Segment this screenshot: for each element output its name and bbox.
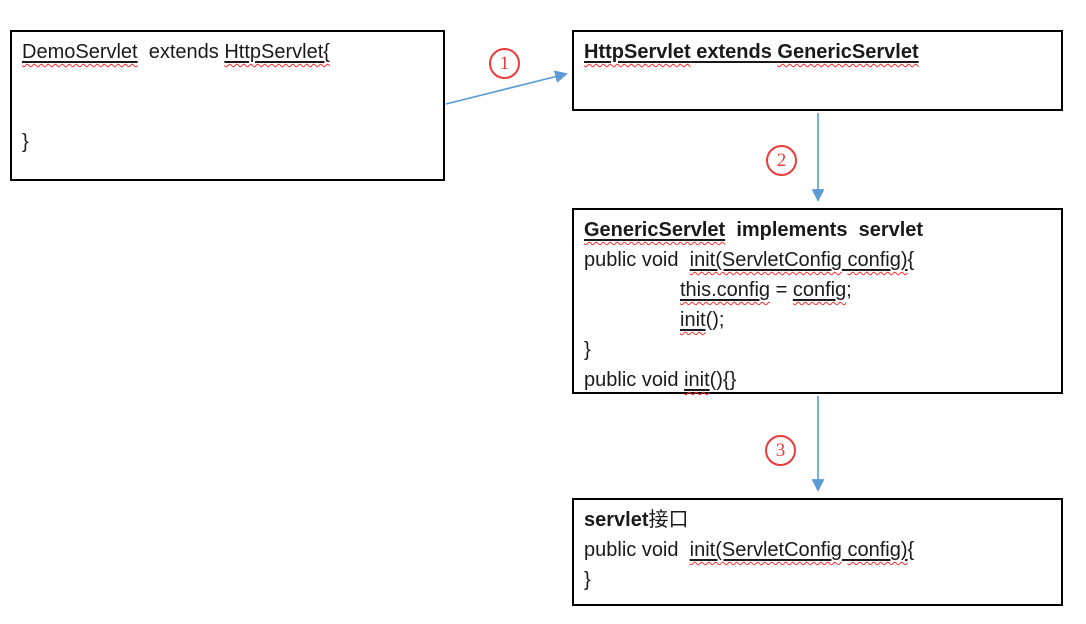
text-segment: ; xyxy=(846,279,852,301)
spellcheck-underline: init(ServletConfig xyxy=(689,539,842,561)
text-segment: public void xyxy=(584,249,690,271)
code-line: GenericServlet implements servlet xyxy=(584,215,1051,245)
spellcheck-underline: this.config xyxy=(680,279,771,301)
text-segment: servlet xyxy=(584,509,649,531)
spellcheck-underline: HttpServlet{ xyxy=(224,41,330,63)
spellcheck-underline: config) xyxy=(847,249,908,271)
text-segment: { xyxy=(907,249,915,271)
spellcheck-underline: init(ServletConfig xyxy=(689,249,842,271)
step-badge-3: 3 xyxy=(765,435,796,466)
code-line: DemoServlet extends HttpServlet{ xyxy=(22,37,433,67)
text-segment: HttpServlet xyxy=(584,41,691,63)
text-segment: extends xyxy=(690,41,778,63)
code-line: } xyxy=(22,127,433,157)
text-segment: init xyxy=(684,369,710,391)
spellcheck-underline: config) xyxy=(847,539,908,561)
text-segment: (){} xyxy=(709,369,737,391)
text-segment: GenericServlet xyxy=(584,219,725,241)
text-segment: config) xyxy=(847,539,907,561)
code-line: } xyxy=(584,565,1051,595)
spellcheck-underline: HttpServlet xyxy=(584,41,691,63)
spellcheck-underline: GenericServlet xyxy=(777,41,919,63)
class-box-demoservlet: DemoServlet extends HttpServlet{ } xyxy=(10,30,445,181)
code-line: public void init(ServletConfig config){ xyxy=(584,245,1051,275)
class-box-httpservlet: HttpServlet extends GenericServlet xyxy=(572,30,1063,111)
text-segment: public void xyxy=(584,539,690,561)
code-line: } xyxy=(584,335,1051,365)
text-segment: } xyxy=(584,339,591,361)
spellcheck-underline: GenericServlet xyxy=(584,219,726,241)
text-segment: config xyxy=(793,279,846,301)
text-segment: (); xyxy=(705,309,725,331)
spellcheck-underline: DemoServlet xyxy=(22,41,138,63)
code-line xyxy=(22,97,433,127)
text-segment: this.config xyxy=(680,279,770,301)
spellcheck-underline: config xyxy=(792,279,847,301)
text-segment: extends xyxy=(137,41,225,63)
text-segment: DemoServlet xyxy=(22,41,138,63)
text-segment: init(ServletConfig xyxy=(690,249,842,271)
text-segment: GenericServlet xyxy=(777,41,918,63)
text-segment: { xyxy=(907,539,915,561)
text-segment: init(ServletConfig xyxy=(690,539,842,561)
spellcheck-underline: init xyxy=(684,369,710,391)
code-line: init(); xyxy=(584,305,1051,335)
code-line: public void init(ServletConfig config){ xyxy=(584,535,1051,565)
code-line xyxy=(22,67,433,97)
text-segment: HttpServlet{ xyxy=(224,41,330,63)
text-segment: implements servlet xyxy=(725,219,924,241)
step-badge-1: 1 xyxy=(489,48,520,79)
code-line: public void init(){} xyxy=(584,365,1051,395)
text-segment: } xyxy=(584,569,591,591)
text-segment: init xyxy=(680,309,706,331)
code-line: this.config = config; xyxy=(584,275,1051,305)
text-segment: config) xyxy=(847,249,907,271)
text-segment: 接口 xyxy=(648,509,689,531)
code-line: servlet接口 xyxy=(584,505,1051,535)
text-segment: public void xyxy=(584,369,685,391)
step-badge-2: 2 xyxy=(766,145,797,176)
text-segment: = xyxy=(770,279,793,301)
text-segment: } xyxy=(22,131,29,153)
code-line: HttpServlet extends GenericServlet xyxy=(584,37,1051,67)
spellcheck-underline: init xyxy=(680,309,706,331)
